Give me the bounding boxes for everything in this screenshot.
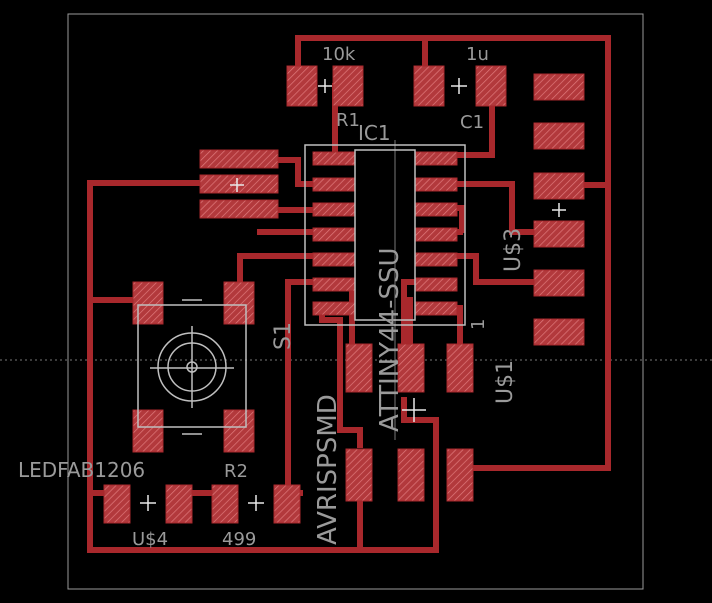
us4-name-label: U$4: [132, 529, 168, 550]
r1-value-label: 10k: [322, 44, 356, 65]
r2-value-label: 499: [222, 529, 256, 550]
polarity-marks: [140, 78, 566, 511]
copper-pads: [103, 65, 585, 524]
ic1-name-label: IC1: [358, 121, 391, 145]
ledfab-label: LEDFAB1206: [18, 458, 145, 482]
c1-name-label: C1: [460, 112, 484, 133]
us3-name-label: U$3: [501, 228, 526, 272]
s1-name-label: S1: [271, 322, 296, 350]
r1-name-label: R1: [336, 110, 360, 131]
ic1-part-label: ATTINY44-SSU: [375, 247, 405, 432]
avrispsmd-label: AVRISPSMD: [313, 394, 343, 545]
c1-value-label: 1u: [466, 44, 489, 65]
r2-name-label: R2: [224, 461, 248, 482]
us1-name-label: U$1: [493, 360, 518, 404]
board-outline: [67, 13, 644, 590]
silkscreen-outlines: [137, 144, 466, 435]
us1-pin-label: 1: [468, 319, 489, 330]
